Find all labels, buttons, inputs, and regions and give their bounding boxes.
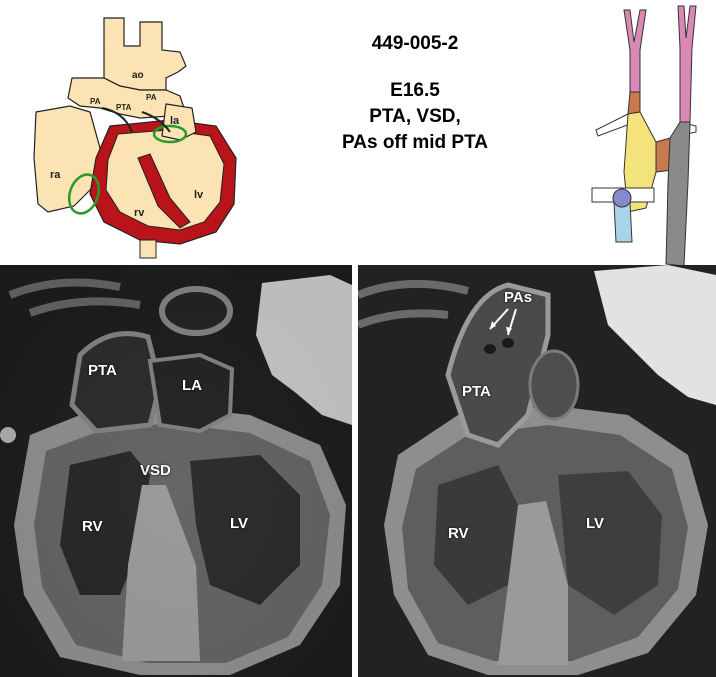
label-la: la (170, 115, 180, 127)
label-pas: PAs (504, 289, 533, 306)
pta-channel (101, 107, 171, 133)
junction-purple (612, 188, 632, 208)
specimen-id: 449-005-2 (371, 33, 459, 54)
title-block: 449-005-2 E16.5 PTA, VSD, PAs off mid PT… (250, 32, 580, 156)
carotid-right (677, 5, 697, 123)
label-pa-left: PA (90, 97, 101, 106)
stage-label: E16.5 (390, 80, 440, 101)
vessel-schematic (591, 5, 697, 267)
subclavian-left (627, 91, 641, 115)
septum-wedge (498, 501, 568, 665)
upper-tissue (358, 279, 470, 329)
arrow-head-icon (506, 327, 512, 335)
subclavian-branch (595, 113, 631, 137)
label-ra: ra (50, 169, 61, 181)
descending-aorta (665, 121, 691, 267)
label-rv: RV (448, 525, 469, 542)
diagnosis-label: PTA, VSD, (369, 106, 461, 127)
label-lv: LV (230, 515, 249, 532)
label-rv: RV (82, 518, 103, 535)
label-pta: PTA (462, 383, 491, 400)
pa-origin-2 (502, 338, 514, 348)
septum (137, 153, 191, 229)
right-atrium (33, 105, 101, 213)
arrow-head-icon (490, 321, 496, 329)
right-micrograph: PAs PTA RV LV (358, 265, 716, 677)
left-micrograph: PTA LA VSD RV LV (0, 265, 352, 677)
tricuspid-ring (67, 173, 101, 215)
label-pa-right: PA (146, 93, 157, 102)
aorta-arch (103, 17, 187, 91)
detail-label: PAs off mid PTA (341, 132, 489, 153)
lv-chamber (558, 471, 662, 615)
thymus-tissue (594, 265, 716, 405)
label-pta: PTA (116, 103, 132, 112)
aortic-region (528, 349, 580, 421)
mitral-ring (152, 124, 188, 144)
pta-vessel (445, 282, 551, 448)
heart-schematic: ao PA PTA PA la ra rv lv (33, 17, 237, 259)
label-rv: rv (134, 207, 145, 219)
rv-chamber (434, 465, 518, 605)
carotid-left (623, 9, 647, 93)
pulmonary-trunk-blue (613, 201, 633, 243)
label-pta: PTA (88, 362, 117, 379)
label-vsd: VSD (140, 462, 171, 479)
label-ao: ao (132, 70, 144, 81)
label-la: LA (182, 377, 202, 394)
label-lv: LV (586, 515, 605, 532)
ivc (139, 239, 157, 259)
pa-origin-1 (484, 344, 496, 354)
label-lv: lv (194, 189, 204, 201)
ventricles (105, 129, 225, 231)
